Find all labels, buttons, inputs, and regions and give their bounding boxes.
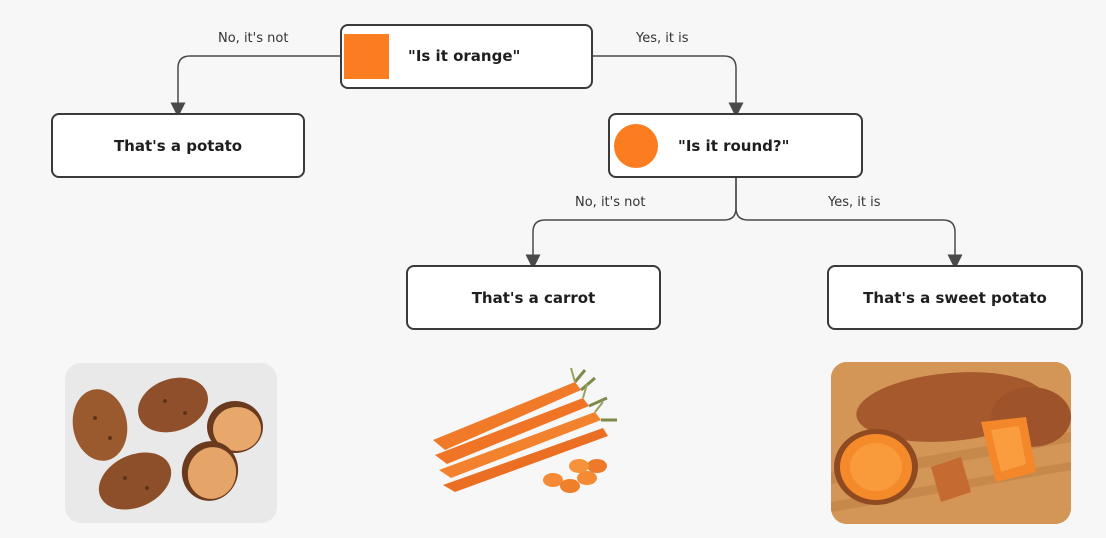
edge-root-yes [593,55,744,118]
edge-round-no [525,178,737,270]
node-sweet-potato-label: That's a sweet potato [863,288,1047,307]
node-is-it-round-label: "Is it round?" [678,137,790,155]
node-is-it-orange-label: "Is it orange" [408,47,521,65]
edge-label-root-no: No, it's not [218,31,289,46]
node-potato-label: That's a potato [113,136,243,155]
edge-label-round-yes: Yes, it is [828,195,881,210]
node-potato: That's a potato [51,113,305,178]
edge-root-no [170,55,340,118]
edge-label-round-no: No, it's not [575,195,646,210]
node-carrot: That's a carrot [406,265,661,330]
node-carrot-label: That's a carrot [471,288,596,307]
carrot-photo [425,360,625,510]
sweet-potato-photo [831,362,1071,524]
edge-round-yes [735,178,963,270]
orange-circle-icon [614,124,658,168]
node-is-it-round: "Is it round?" [608,113,863,178]
edge-label-root-yes: Yes, it is [636,31,689,46]
node-sweet-potato: That's a sweet potato [827,265,1083,330]
orange-square-icon [344,34,389,79]
potato-photo [65,363,277,523]
node-is-it-orange: "Is it orange" [340,24,593,89]
